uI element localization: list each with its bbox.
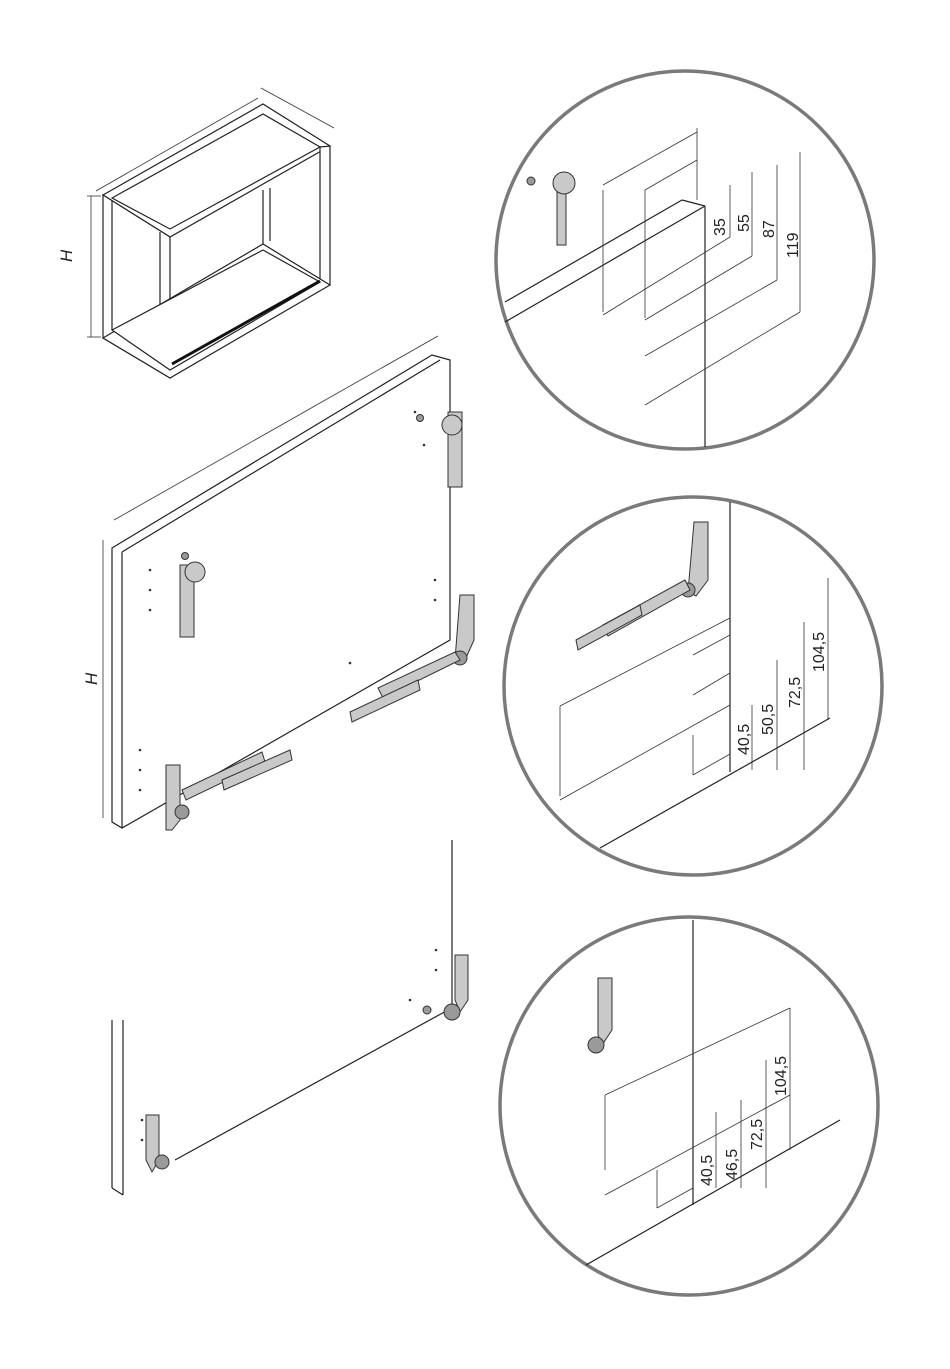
dimension-87: 87 (761, 220, 778, 238)
door-height-label: H (82, 672, 101, 685)
dimension-72-5: 72,5 (787, 677, 804, 708)
dimension-40-5: 40,5 (736, 724, 753, 755)
dimension-46-5: 46,5 (724, 1149, 741, 1180)
hinge-bracket-icon (146, 955, 468, 1172)
dimension-104-5: 104,5 (773, 1056, 790, 1096)
detail-top-dimensions: 35 55 87 119 (712, 214, 802, 258)
detail-circle-top (496, 71, 874, 449)
dimension-72-5: 72,5 (749, 1119, 766, 1150)
cabinet-height-label: H (57, 249, 76, 262)
dimension-104-5: 104,5 (811, 632, 828, 672)
detail-circle-middle (504, 497, 882, 875)
dimension-50-5: 50,5 (760, 704, 777, 735)
cabinet-carcass (87, 88, 334, 378)
detail-bottom-dimensions: 40,5 46,5 72,5 104,5 (699, 1056, 790, 1186)
door-panel (103, 336, 450, 828)
detail-circle-bottom (500, 917, 878, 1295)
dimension-35: 35 (712, 218, 729, 236)
detail-middle-dimensions: 40,5 50,5 72,5 104,5 (736, 632, 828, 755)
dimension-55: 55 (736, 214, 753, 232)
dimension-119: 119 (785, 232, 802, 258)
dimension-40-5: 40,5 (699, 1155, 716, 1186)
flap-panel (112, 840, 452, 1195)
